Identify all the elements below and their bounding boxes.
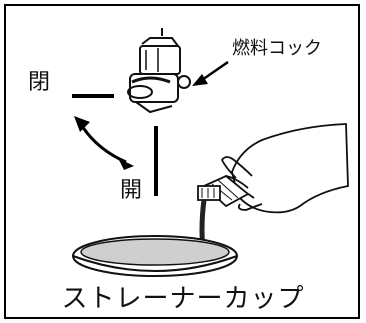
- catch-dish: [72, 235, 238, 277]
- fuel-cock-pointer-arrow: [192, 60, 229, 86]
- open-label: 開: [120, 178, 143, 203]
- closed-label: 閉: [28, 70, 51, 95]
- inverted-strainer-cup: [197, 174, 250, 208]
- strainer-cup-label: ストレーナーカップ: [61, 284, 305, 314]
- fuel-cock-label: 燃料コック: [232, 38, 322, 59]
- rotation-double-arrow: [74, 116, 134, 170]
- hand-illustration: [220, 123, 349, 214]
- fuel-cock-illustration: [127, 28, 191, 114]
